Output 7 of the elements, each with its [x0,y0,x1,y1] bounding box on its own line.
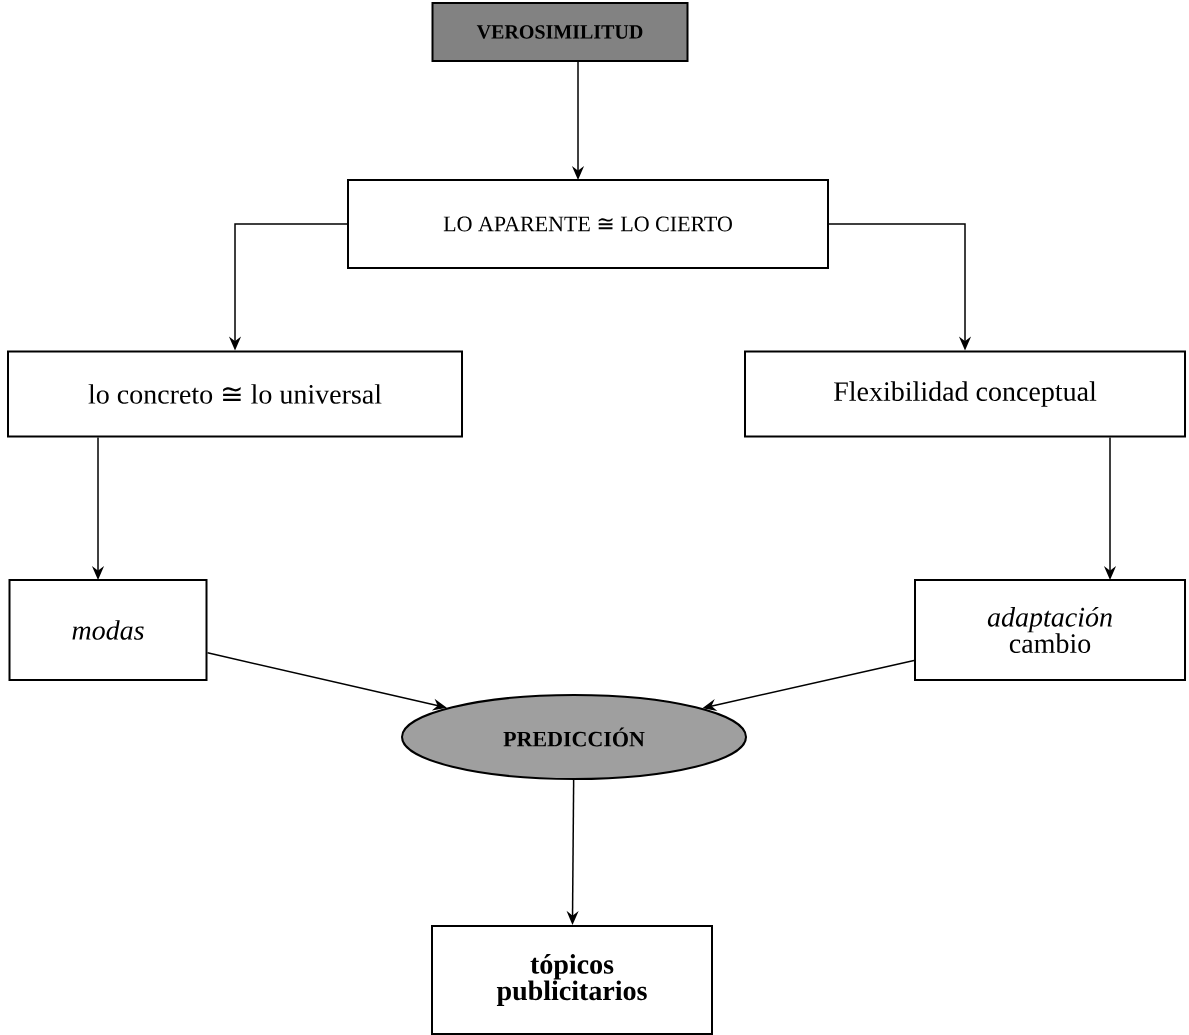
result-box: tópicos publicitarios [431,925,713,1035]
concept-box: modas [8,579,208,681]
concept-box: lo concreto ≅ lo universal [7,350,463,438]
title-box: VEROSIMILITUD [431,2,689,62]
concept-box: Flexibilidad conceptual [744,350,1186,438]
concept-box: adaptación cambio [914,579,1186,681]
concept-box: LO APARENTE ≅ LO CIERTO [347,179,829,269]
